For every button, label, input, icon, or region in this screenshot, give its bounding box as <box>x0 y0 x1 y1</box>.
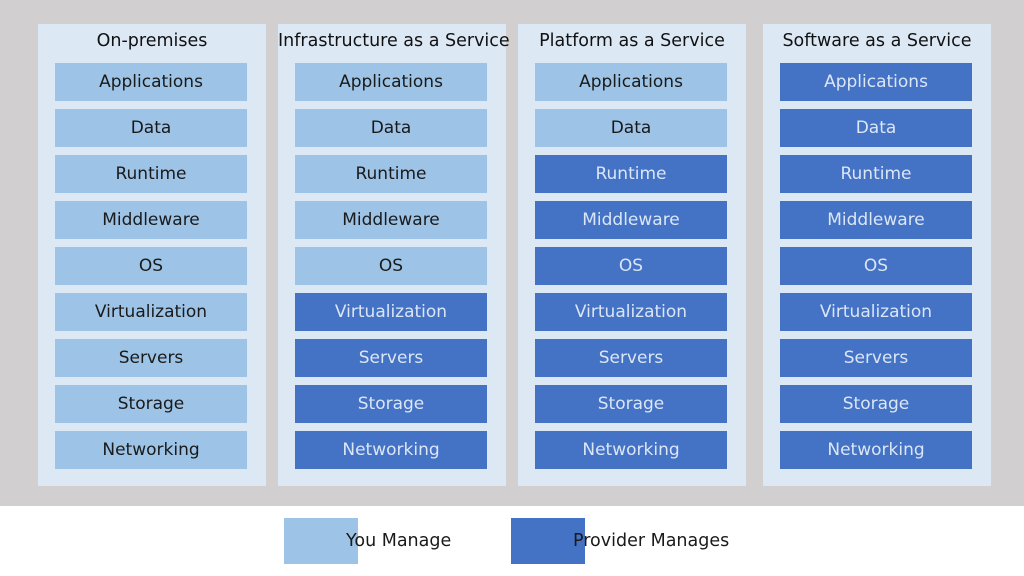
layer-networking: Networking <box>55 431 247 469</box>
layer-data: Data <box>295 109 487 147</box>
layer-virtualization: Virtualization <box>780 293 972 331</box>
layer-stack: Applications Data Runtime Middleware OS … <box>535 63 727 477</box>
layer-stack: Applications Data Runtime Middleware OS … <box>55 63 247 477</box>
layer-networking: Networking <box>535 431 727 469</box>
layer-middleware: Middleware <box>55 201 247 239</box>
column-on-premises: On-premises Applications Data Runtime Mi… <box>38 24 266 486</box>
diagram-area: On-premises Applications Data Runtime Mi… <box>0 0 1024 506</box>
layer-applications: Applications <box>780 63 972 101</box>
column-title: Software as a Service <box>782 31 972 51</box>
legend-label-provider-manages: Provider Manages <box>573 531 730 551</box>
column-infrastructure-as-a-service: Infrastructure as a Service Applications… <box>278 24 510 486</box>
layer-stack: Applications Data Runtime Middleware OS … <box>295 63 487 477</box>
layer-data: Data <box>780 109 972 147</box>
layer-servers: Servers <box>535 339 727 377</box>
layer-middleware: Middleware <box>295 201 487 239</box>
layer-virtualization: Virtualization <box>295 293 487 331</box>
layer-stack: Applications Data Runtime Middleware OS … <box>780 63 972 477</box>
layer-servers: Servers <box>55 339 247 377</box>
layer-networking: Networking <box>780 431 972 469</box>
layer-os: OS <box>55 247 247 285</box>
layer-os: OS <box>780 247 972 285</box>
layer-runtime: Runtime <box>535 155 727 193</box>
layer-storage: Storage <box>535 385 727 423</box>
column-title: Infrastructure as a Service <box>278 31 510 51</box>
column-software-as-a-service: Software as a Service Applications Data … <box>763 24 991 486</box>
layer-os: OS <box>295 247 487 285</box>
column-title: On-premises <box>96 31 208 51</box>
layer-applications: Applications <box>55 63 247 101</box>
layer-storage: Storage <box>780 385 972 423</box>
column-platform-as-a-service: Platform as a Service Applications Data … <box>518 24 746 486</box>
layer-virtualization: Virtualization <box>535 293 727 331</box>
layer-servers: Servers <box>295 339 487 377</box>
legend-swatch-you-manage <box>284 518 358 564</box>
legend-swatch-provider-manages <box>511 518 585 564</box>
legend: You Manage Provider Manages <box>0 506 1024 576</box>
layer-runtime: Runtime <box>295 155 487 193</box>
legend-label-you-manage: You Manage <box>346 531 452 551</box>
layer-data: Data <box>535 109 727 147</box>
layer-data: Data <box>55 109 247 147</box>
layer-storage: Storage <box>295 385 487 423</box>
layer-applications: Applications <box>535 63 727 101</box>
layer-applications: Applications <box>295 63 487 101</box>
layer-servers: Servers <box>780 339 972 377</box>
layer-middleware: Middleware <box>535 201 727 239</box>
layer-runtime: Runtime <box>780 155 972 193</box>
column-title: Platform as a Service <box>539 31 725 51</box>
layer-middleware: Middleware <box>780 201 972 239</box>
layer-runtime: Runtime <box>55 155 247 193</box>
layer-os: OS <box>535 247 727 285</box>
layer-storage: Storage <box>55 385 247 423</box>
layer-networking: Networking <box>295 431 487 469</box>
layer-virtualization: Virtualization <box>55 293 247 331</box>
